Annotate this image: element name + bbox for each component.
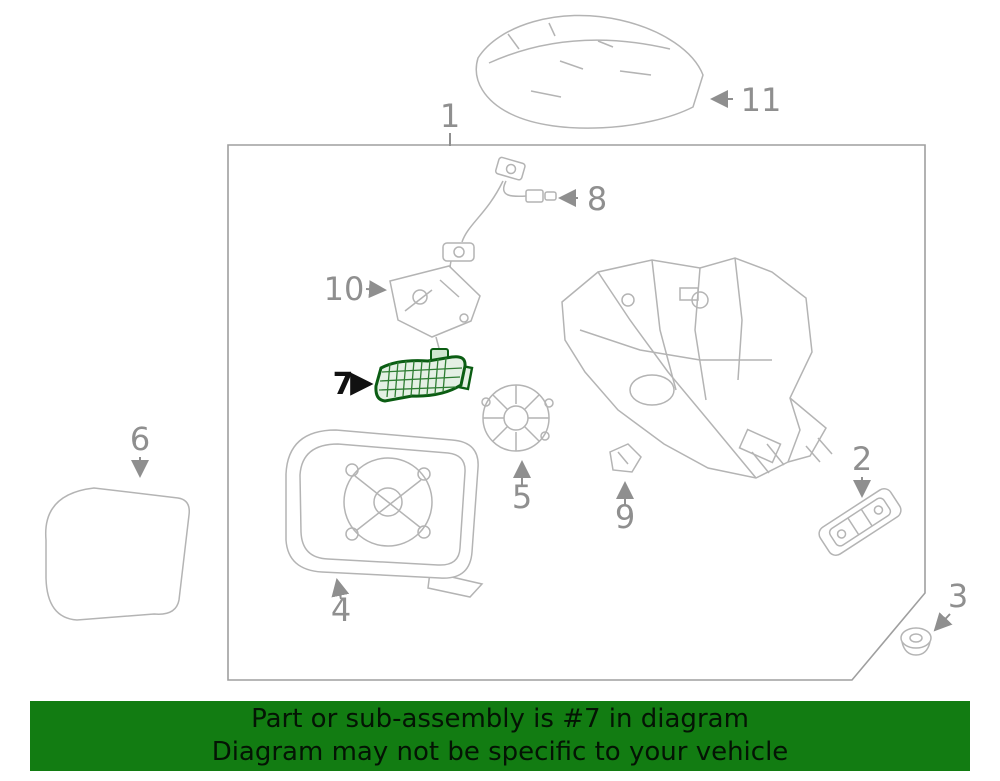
callout-4-arrow [331,578,350,600]
callout-4: 4 [331,578,351,629]
callout-1: 1 [440,97,460,146]
callout-2-number: 2 [852,440,872,478]
diagram-note-banner: Part or sub-assembly is #7 in diagram Di… [30,701,970,771]
banner-line-1: Part or sub-assembly is #7 in diagram [251,704,749,734]
part-4-mirror-housing [285,429,484,598]
callout-9: 9 [615,481,635,536]
callout-10-number: 10 [324,270,365,308]
callout-3-number: 3 [948,577,968,615]
part-2-bracket [818,488,902,556]
part-7-turn-signal-highlighted [374,348,474,403]
callout-10-arrow [365,280,387,299]
callout-8: 8 [558,180,607,218]
mirror-base-assembly [561,257,833,479]
callout-11: 11 [710,81,782,119]
callout-2: 2 [852,440,872,498]
callout-7-number: 7 [333,367,354,402]
callout-7: 7 [333,367,374,402]
callout-3: 3 [933,577,968,632]
callout-4-number: 4 [331,591,351,629]
callout-6: 6 [130,420,150,478]
part-11-mirror-cap [475,14,704,129]
callout-5: 5 [512,460,532,516]
callout-11-number: 11 [741,81,782,119]
part-10-bracket [389,265,481,353]
part-8-wiring-harness [442,156,557,285]
callout-10: 10 [324,270,387,308]
callout-8-number: 8 [587,180,607,218]
assembly-boundary-box [227,144,926,681]
part-5-actuator [481,384,554,452]
part-9-clip [609,443,642,473]
part-6-mirror-glass [45,487,191,621]
part-3-nut [900,627,932,656]
banner-line-2: Diagram may not be specific to your vehi… [211,737,789,767]
callout-1-number: 1 [440,97,460,135]
callout-6-number: 6 [130,420,150,458]
callout-5-number: 5 [512,478,532,516]
callout-3-arrow [933,612,953,632]
callout-9-number: 9 [615,498,635,536]
